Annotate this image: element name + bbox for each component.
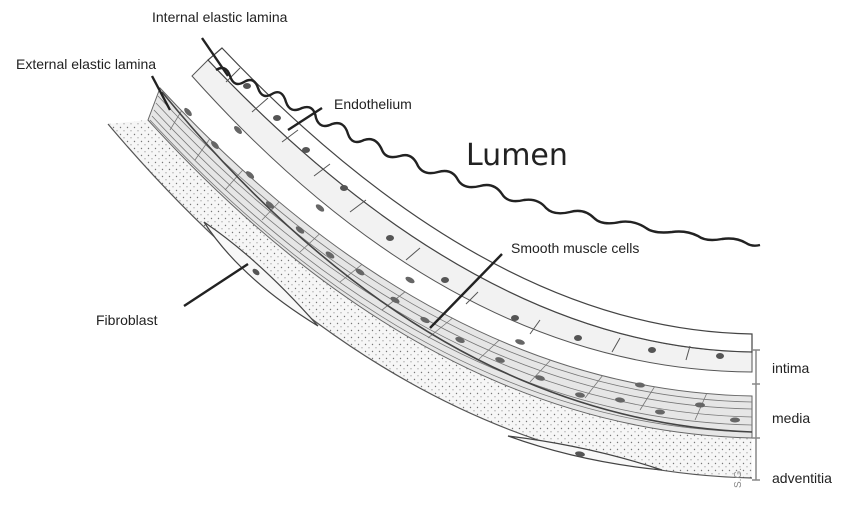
label-smooth-muscle-cells: Smooth muscle cells bbox=[511, 240, 639, 256]
leader-fibroblast bbox=[184, 264, 248, 306]
label-external-elastic-lamina: External elastic lamina bbox=[16, 56, 156, 72]
label-fibroblast: Fibroblast bbox=[96, 312, 157, 328]
label-media: media bbox=[772, 410, 810, 426]
artist-signature: S.G. bbox=[733, 468, 744, 488]
label-intima: intima bbox=[772, 360, 809, 376]
layer-bracket bbox=[752, 350, 760, 480]
label-lumen: Lumen bbox=[466, 138, 568, 173]
label-endothelium: Endothelium bbox=[334, 96, 412, 112]
label-internal-elastic-lamina: Internal elastic lamina bbox=[152, 9, 287, 25]
label-adventitia: adventitia bbox=[772, 470, 832, 486]
